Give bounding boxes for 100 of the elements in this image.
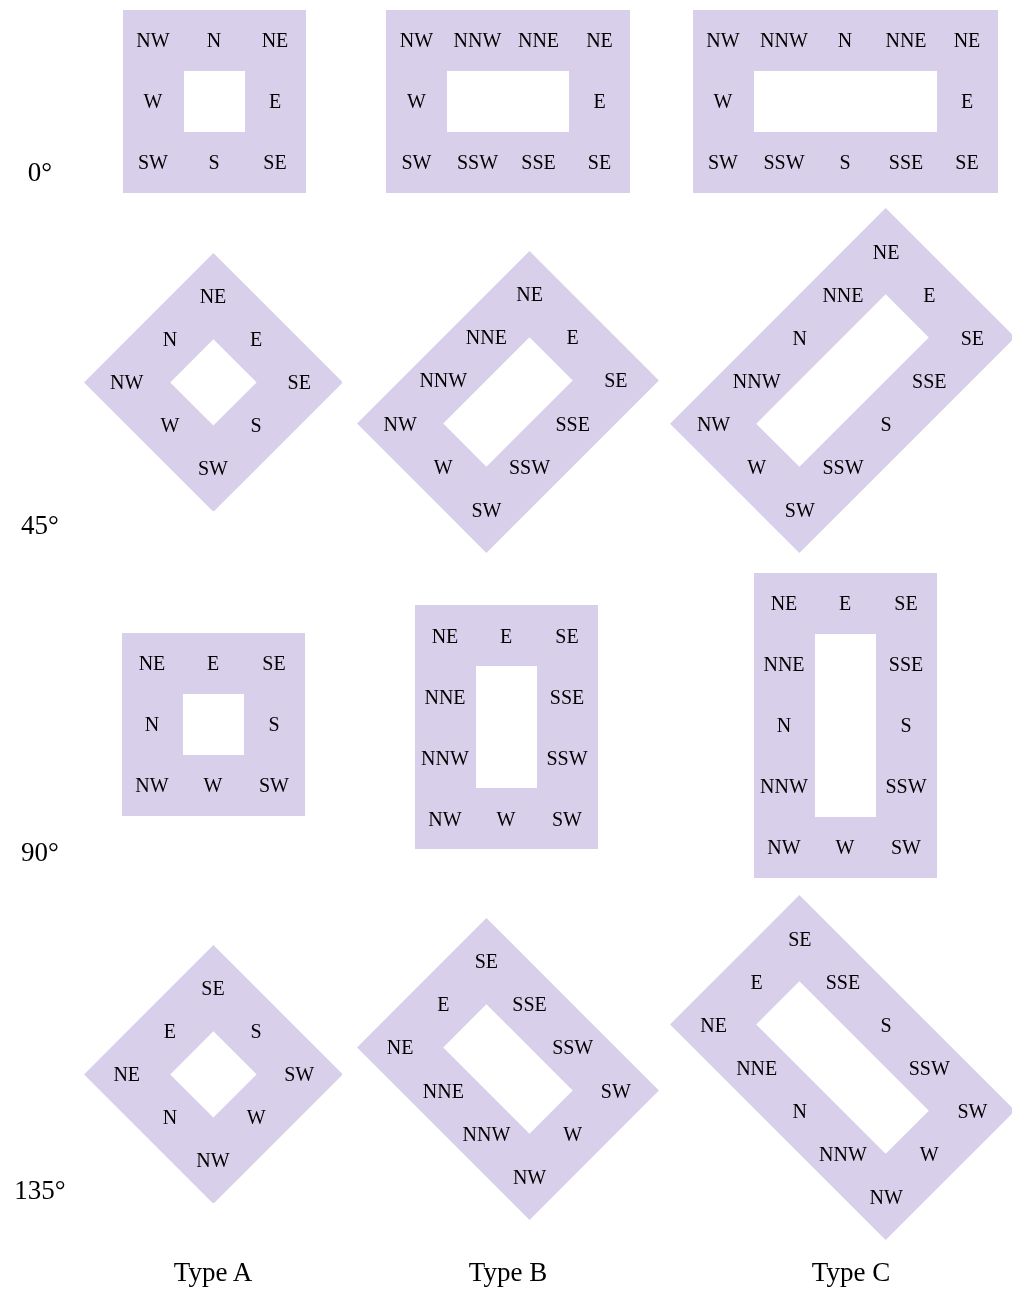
compass-label: NE	[138, 653, 166, 673]
ring-shape	[386, 9, 630, 193]
compass-label: SSE	[555, 413, 590, 434]
compass-label: SW	[198, 458, 228, 479]
compass-label: SW	[600, 1080, 631, 1101]
compass-label: NW	[399, 30, 434, 50]
compass-label: N	[837, 30, 853, 50]
compass-label: N	[206, 30, 222, 50]
compass-label: NNE	[424, 686, 466, 707]
compass-label: W	[203, 775, 223, 795]
compass-label: SE	[263, 152, 287, 172]
compass-label: NNW	[819, 1144, 867, 1165]
compass-label: NNW	[453, 30, 502, 50]
compass-label: NW	[383, 413, 417, 434]
compass-label: N	[792, 327, 808, 348]
compass-label: SSW	[885, 776, 927, 796]
ring-shape	[83, 252, 343, 512]
compass-label: SW	[259, 775, 289, 795]
compass-label: SE	[587, 152, 612, 172]
compass-label: SSE	[521, 152, 556, 172]
compass-label: SW	[784, 500, 815, 521]
compass-label: SSW	[908, 1058, 950, 1078]
compass-label: SE	[960, 327, 985, 348]
compass-label: SW	[552, 808, 582, 829]
compass-label: N	[776, 715, 792, 735]
compass-label: W	[835, 837, 855, 857]
compass-label: N	[162, 328, 178, 349]
compass-label: NNW	[760, 30, 808, 50]
compass-label: NNE	[885, 30, 927, 50]
compass-label: NNW	[419, 370, 468, 391]
compass-label: S	[250, 415, 262, 436]
compass-label: SE	[955, 152, 979, 172]
type-label: Type A	[173, 1258, 253, 1286]
compass-label: SW	[138, 152, 168, 172]
compass-label: NW	[196, 1150, 230, 1171]
compass-label: E	[499, 625, 513, 646]
compass-label: E	[268, 91, 282, 111]
compass-label: W	[919, 1144, 939, 1165]
compass-label: S	[208, 152, 220, 172]
type-label: Type C	[811, 1258, 891, 1286]
compass-label: SW	[284, 1064, 315, 1084]
compass-label: S	[250, 1020, 262, 1041]
compass-label: E	[250, 328, 263, 349]
compass-label: NNE	[736, 1058, 778, 1078]
compass-label: SSW	[822, 457, 864, 478]
compass-label: SE	[788, 928, 812, 949]
compass-label: NE	[953, 30, 981, 50]
compass-label: SSE	[888, 654, 924, 674]
compass-label: NW	[136, 30, 170, 50]
compass-label: NW	[428, 808, 462, 829]
compass-label: W	[563, 1123, 583, 1144]
compass-label: SSE	[888, 152, 924, 172]
compass-label: SE	[201, 977, 225, 998]
ring-shape	[414, 605, 598, 849]
compass-label: SW	[471, 499, 502, 520]
compass-label: SE	[262, 653, 286, 673]
compass-label: NNE	[822, 284, 864, 305]
compass-label: SSE	[549, 686, 585, 707]
compass-label: SW	[891, 837, 921, 857]
ring-shape	[121, 632, 305, 816]
compass-label: E	[750, 971, 763, 992]
compass-label: SSE	[912, 371, 947, 391]
compass-label: W	[160, 415, 180, 436]
compass-label: SSE	[825, 971, 861, 992]
compass-label: E	[163, 1020, 176, 1041]
compass-label: NNW	[732, 371, 781, 391]
compass-label: W	[433, 456, 453, 477]
compass-label: NE	[113, 1064, 141, 1084]
compass-label: SSW	[546, 747, 588, 768]
compass-label: NW	[110, 372, 144, 392]
compass-label: SE	[287, 372, 311, 392]
compass-label: NE	[700, 1014, 727, 1035]
ring-shape	[670, 208, 1012, 554]
type-label: Type B	[468, 1258, 548, 1286]
ring-shape	[122, 9, 306, 193]
compass-label: NNW	[462, 1123, 511, 1144]
compass-label: W	[246, 1107, 266, 1128]
compass-label: SE	[474, 951, 499, 972]
compass-label: SSW	[456, 152, 499, 172]
ring-shape	[357, 918, 659, 1220]
compass-label: S	[880, 1014, 892, 1035]
compass-label: NW	[512, 1166, 547, 1187]
angle-label: 0°	[27, 158, 53, 186]
compass-label: NW	[696, 414, 731, 435]
compass-label: E	[437, 994, 450, 1015]
compass-label: NW	[767, 837, 801, 857]
compass-label: SSW	[509, 456, 551, 477]
compass-label: NE	[586, 30, 613, 50]
compass-label: SW	[957, 1101, 988, 1122]
compass-label: S	[880, 414, 892, 435]
compass-label: E	[206, 653, 220, 673]
compass-label: W	[407, 91, 426, 111]
compass-label: NNE	[517, 30, 560, 50]
compass-label: W	[496, 808, 516, 829]
compass-label: N	[144, 714, 160, 734]
ring-shape	[357, 251, 659, 553]
compass-label: SE	[555, 625, 579, 646]
compass-label: NNE	[422, 1080, 464, 1101]
compass-label: NNW	[760, 776, 808, 796]
compass-label: NE	[516, 284, 543, 305]
